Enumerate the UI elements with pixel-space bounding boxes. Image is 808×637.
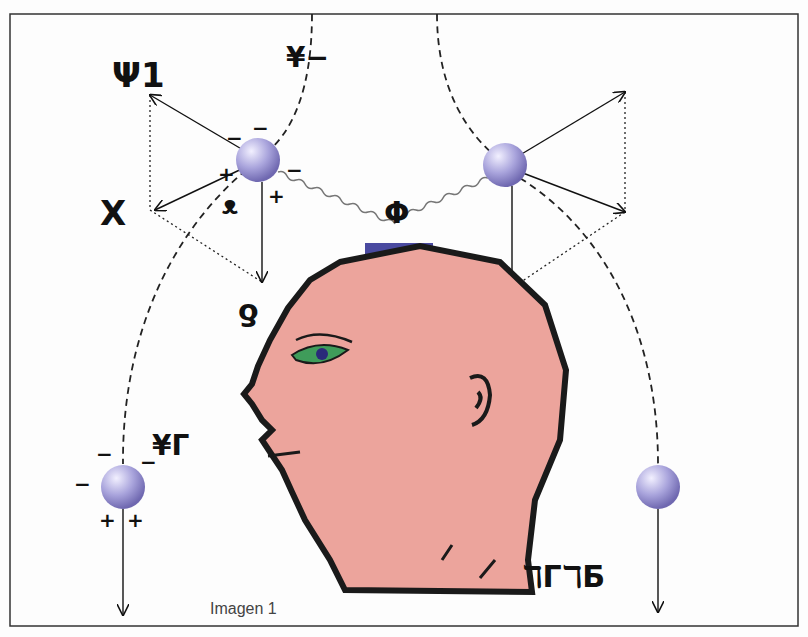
charge-sign: − [74, 474, 91, 494]
symbol-label: Φ [384, 198, 410, 228]
charge-sign: + [127, 510, 144, 530]
frame [10, 14, 798, 626]
charge-sign: + [99, 510, 116, 530]
charge-sign: − [252, 118, 269, 138]
symbol-label: ƍ [238, 296, 259, 326]
charge-sign: − [286, 160, 303, 180]
charge-sign: − [140, 452, 157, 472]
head-profile [244, 246, 566, 592]
symbol-label: X [100, 196, 126, 230]
charge-sign: + [268, 186, 285, 206]
force-arrows [123, 92, 658, 615]
figure-caption: Imagen 1 [210, 600, 277, 618]
symbol-label: ¥Γ [152, 432, 189, 460]
symbol-label: ¥− [286, 44, 329, 72]
charge-sign: − [96, 444, 113, 464]
springs [278, 172, 488, 225]
charge-sign: − [226, 128, 243, 148]
symbol-label: ᴥ [222, 192, 238, 218]
charge-sign: + [218, 164, 235, 184]
symbol-label: Ψ1 [112, 58, 165, 92]
symbol-label: ℸΓℸБ [522, 562, 605, 592]
